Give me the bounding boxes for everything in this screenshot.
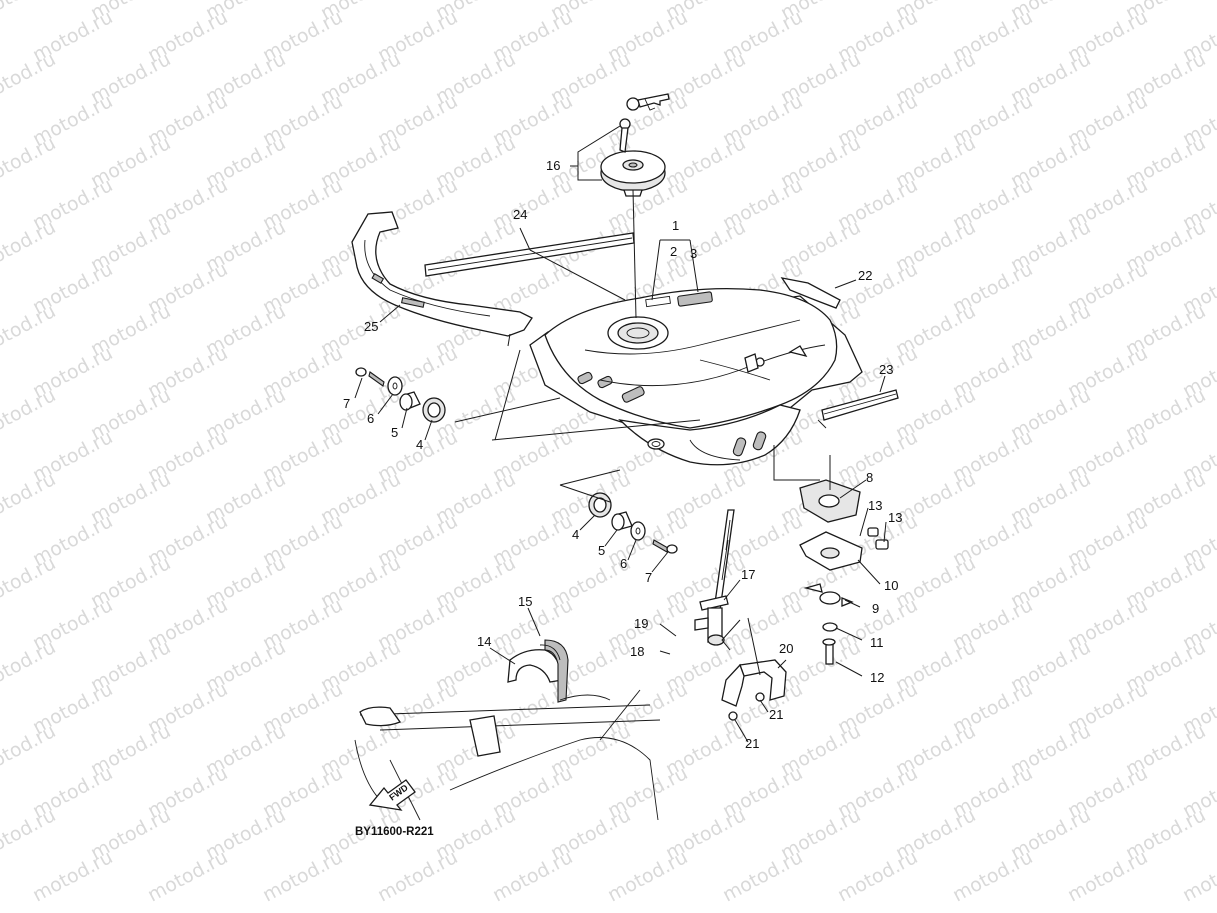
watermark-text: motod.ru <box>0 636 59 696</box>
watermark-text: motod.ru <box>374 846 461 906</box>
fuel-cap-assembly <box>600 150 666 197</box>
watermark-text: motod.ru <box>29 846 116 906</box>
callout-6-left: 6 <box>367 411 374 426</box>
callout-12: 12 <box>870 670 884 685</box>
side-cover <box>351 211 533 347</box>
watermark-text: motod.ru <box>0 216 59 276</box>
callout-17: 17 <box>741 567 755 582</box>
watermark-text: motod.ru <box>0 678 1 738</box>
fuel-tank <box>529 287 863 466</box>
fuel-cock <box>694 509 735 646</box>
watermark-text: motod.ru <box>0 426 1 486</box>
watermark-text: motod.ru <box>0 6 1 66</box>
fwd-arrow-icon <box>368 779 416 811</box>
callout-6-right: 6 <box>620 556 627 571</box>
watermark-text: motod.ru <box>0 552 59 612</box>
watermark-text: motod.ru <box>0 48 59 108</box>
watermark-text: motod.ru <box>0 174 1 234</box>
watermark-text: motod.ru <box>1179 846 1217 906</box>
watermark-text: motod.ru <box>0 804 59 864</box>
callout-5-left: 5 <box>391 425 398 440</box>
callout-2: 2 <box>670 244 677 259</box>
key-set <box>619 93 670 153</box>
callout-4-left: 4 <box>416 437 423 452</box>
watermark-text: motod.ru <box>0 132 59 192</box>
mount-set-left <box>355 367 446 423</box>
callout-21-upper: 21 <box>769 707 783 722</box>
watermark-text: motod.ru <box>0 90 1 150</box>
callout-24: 24 <box>513 207 527 222</box>
callout-9: 9 <box>872 601 879 616</box>
callout-19: 19 <box>634 616 648 631</box>
callout-8: 8 <box>866 470 873 485</box>
watermark-text: motod.ru <box>0 468 59 528</box>
callout-16: 16 <box>546 158 560 173</box>
watermark-text: motod.ru <box>604 846 691 906</box>
callout-18: 18 <box>630 644 644 659</box>
mount-set-right <box>588 492 678 554</box>
callout-1: 1 <box>672 218 679 233</box>
watermark-text: motod.ru <box>0 300 59 360</box>
watermark-text: motod.ru <box>0 720 59 780</box>
callout-13-upper: 13 <box>868 498 882 513</box>
watermark-text: motod.ru <box>144 846 231 906</box>
callout-7-right: 7 <box>645 570 652 585</box>
protector <box>507 639 569 703</box>
watermark-text: motod.ru <box>0 342 1 402</box>
callout-13-lower: 13 <box>888 510 902 525</box>
callout-11: 11 <box>870 635 884 650</box>
callout-15: 15 <box>518 594 532 609</box>
watermark-text: motod.ru <box>489 846 576 906</box>
watermark-text: motod.ru <box>0 510 1 570</box>
frame-outline <box>354 689 661 821</box>
callout-25: 25 <box>364 319 378 334</box>
leader-lines <box>354 125 887 743</box>
watermark-text: motod.ru <box>0 258 1 318</box>
watermark-text: motod.ru <box>834 846 921 906</box>
watermark-text: motod.ru <box>719 846 806 906</box>
callout-20: 20 <box>779 641 793 656</box>
callout-7-left: 7 <box>343 396 350 411</box>
callout-23: 23 <box>879 362 893 377</box>
callout-21-lower: 21 <box>745 736 759 751</box>
watermark-text: motod.ru <box>0 384 59 444</box>
watermark-text: motod.ru <box>0 846 1 906</box>
watermark-text: motod.ru <box>0 594 1 654</box>
watermark-text: motod.ru <box>0 762 1 822</box>
watermark-text: motod.ru <box>1064 846 1151 906</box>
watermark-text: motod.ru <box>0 0 59 24</box>
watermark-text: motod.ru <box>949 846 1036 906</box>
trim-piece-upper <box>780 277 841 309</box>
trim-piece-lower <box>817 389 899 429</box>
callout-5-right: 5 <box>598 543 605 558</box>
callout-labels: 1 2 3 4 5 6 7 4 5 6 7 8 9 10 11 12 13 13… <box>343 158 902 751</box>
watermark-text: motod.ru <box>259 846 346 906</box>
reference-code: BY11600-R221 <box>355 826 434 838</box>
callout-14: 14 <box>477 634 491 649</box>
callout-22: 22 <box>858 268 872 283</box>
callout-4-right: 4 <box>572 527 579 542</box>
fuel-pipe <box>721 659 787 721</box>
callout-3: 3 <box>690 246 697 261</box>
callout-10: 10 <box>884 578 898 593</box>
